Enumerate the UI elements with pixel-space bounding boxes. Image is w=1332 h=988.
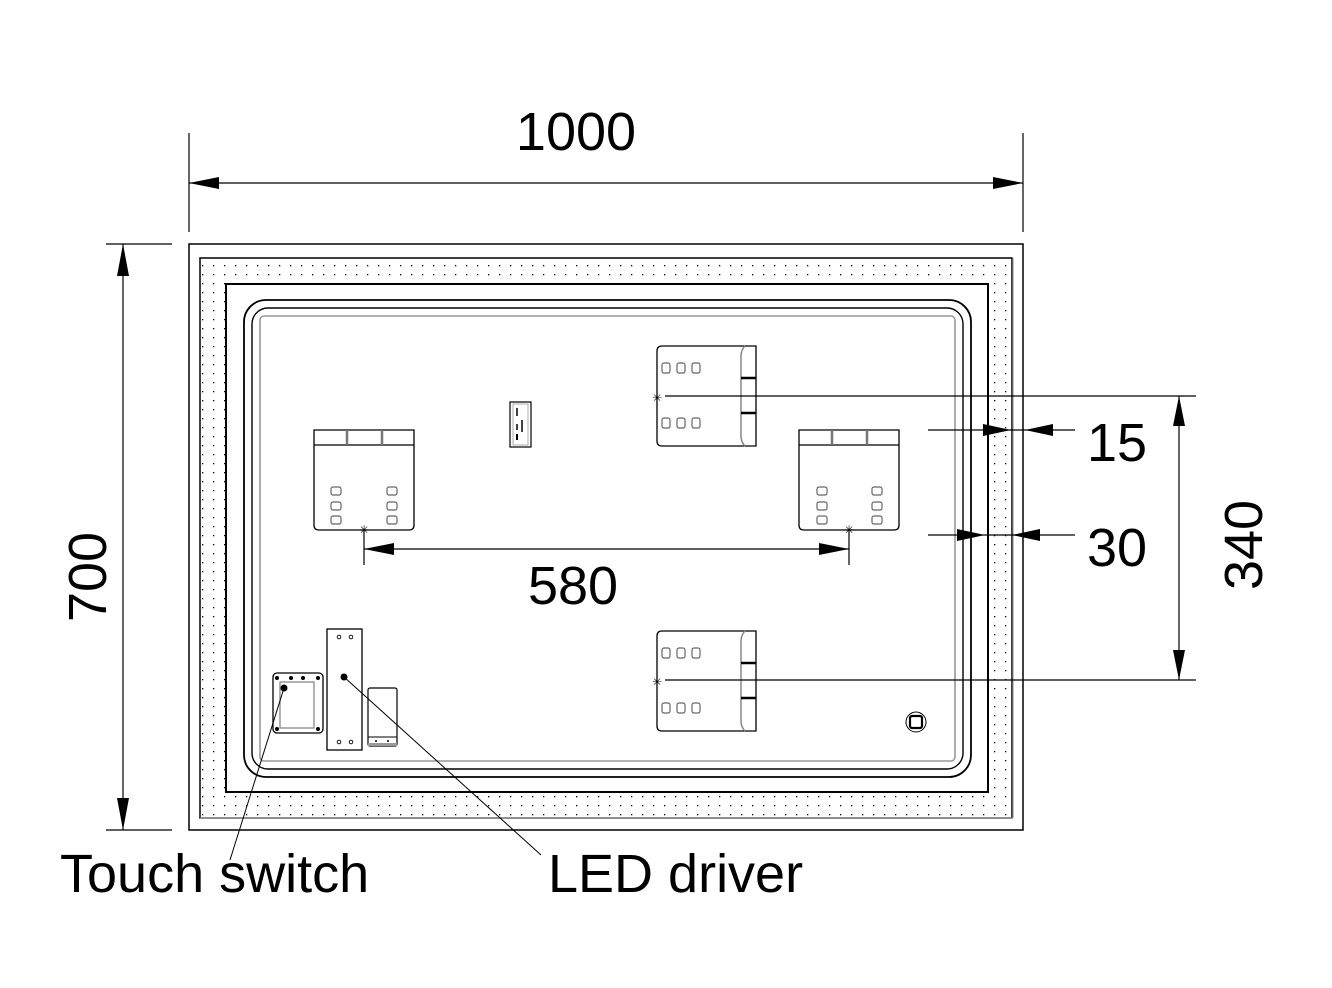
led-strip-inner (259, 315, 956, 762)
arrow-up-icon (1173, 396, 1185, 426)
touch-switch-label: Touch switch (60, 844, 369, 904)
height-value: 700 (58, 532, 118, 622)
offset-30-value: 30 (1087, 518, 1147, 578)
offset-15-dimension: 15 (928, 413, 1147, 473)
arrow-down-icon (117, 798, 129, 830)
bracket-spacing-vertical-dimension: 340 (665, 395, 1274, 681)
callouts: Touch switch LED driver (60, 676, 803, 904)
arrow-right-icon (983, 424, 1011, 436)
led-driver-label: LED driver (548, 844, 803, 904)
hanging-bracket-bottom: ✳ (652, 630, 757, 732)
arrow-right-icon (993, 177, 1023, 189)
terminal-block (367, 687, 398, 747)
led-strip-outer (243, 299, 972, 778)
vertical-spacing-value: 340 (1214, 500, 1274, 590)
center-mark-icon: ✳ (652, 391, 662, 405)
arrow-right-icon (957, 529, 985, 541)
width-value: 1000 (516, 102, 636, 162)
touch-switch (272, 672, 324, 734)
label-plate (509, 401, 532, 448)
bracket-spacing-horizontal-dimension: 580 (363, 530, 850, 616)
horizontal-spacing-value: 580 (528, 556, 618, 616)
arrow-left-icon (189, 177, 219, 189)
sensor-button-icon (905, 711, 927, 733)
led-driver (326, 628, 363, 751)
mirror-frame (188, 243, 1024, 831)
arrow-down-icon (1173, 650, 1185, 680)
center-mark-icon: ✳ (652, 675, 662, 689)
led-driver-leader (343, 676, 542, 856)
arrow-right-icon (819, 543, 849, 555)
offset-15-value: 15 (1087, 413, 1147, 473)
arrow-left-icon (364, 543, 394, 555)
hanging-bracket-right: ✳ (798, 429, 900, 537)
arrow-left-icon (1012, 529, 1040, 541)
offset-30-dimension: 30 (928, 518, 1147, 578)
arrow-up-icon (117, 244, 129, 276)
hanging-bracket-left: ✳ (313, 429, 415, 537)
arrow-left-icon (1025, 424, 1053, 436)
height-dimension: 700 (58, 243, 172, 831)
touch-switch-leader (229, 687, 285, 861)
width-dimension: 1000 (188, 102, 1024, 232)
